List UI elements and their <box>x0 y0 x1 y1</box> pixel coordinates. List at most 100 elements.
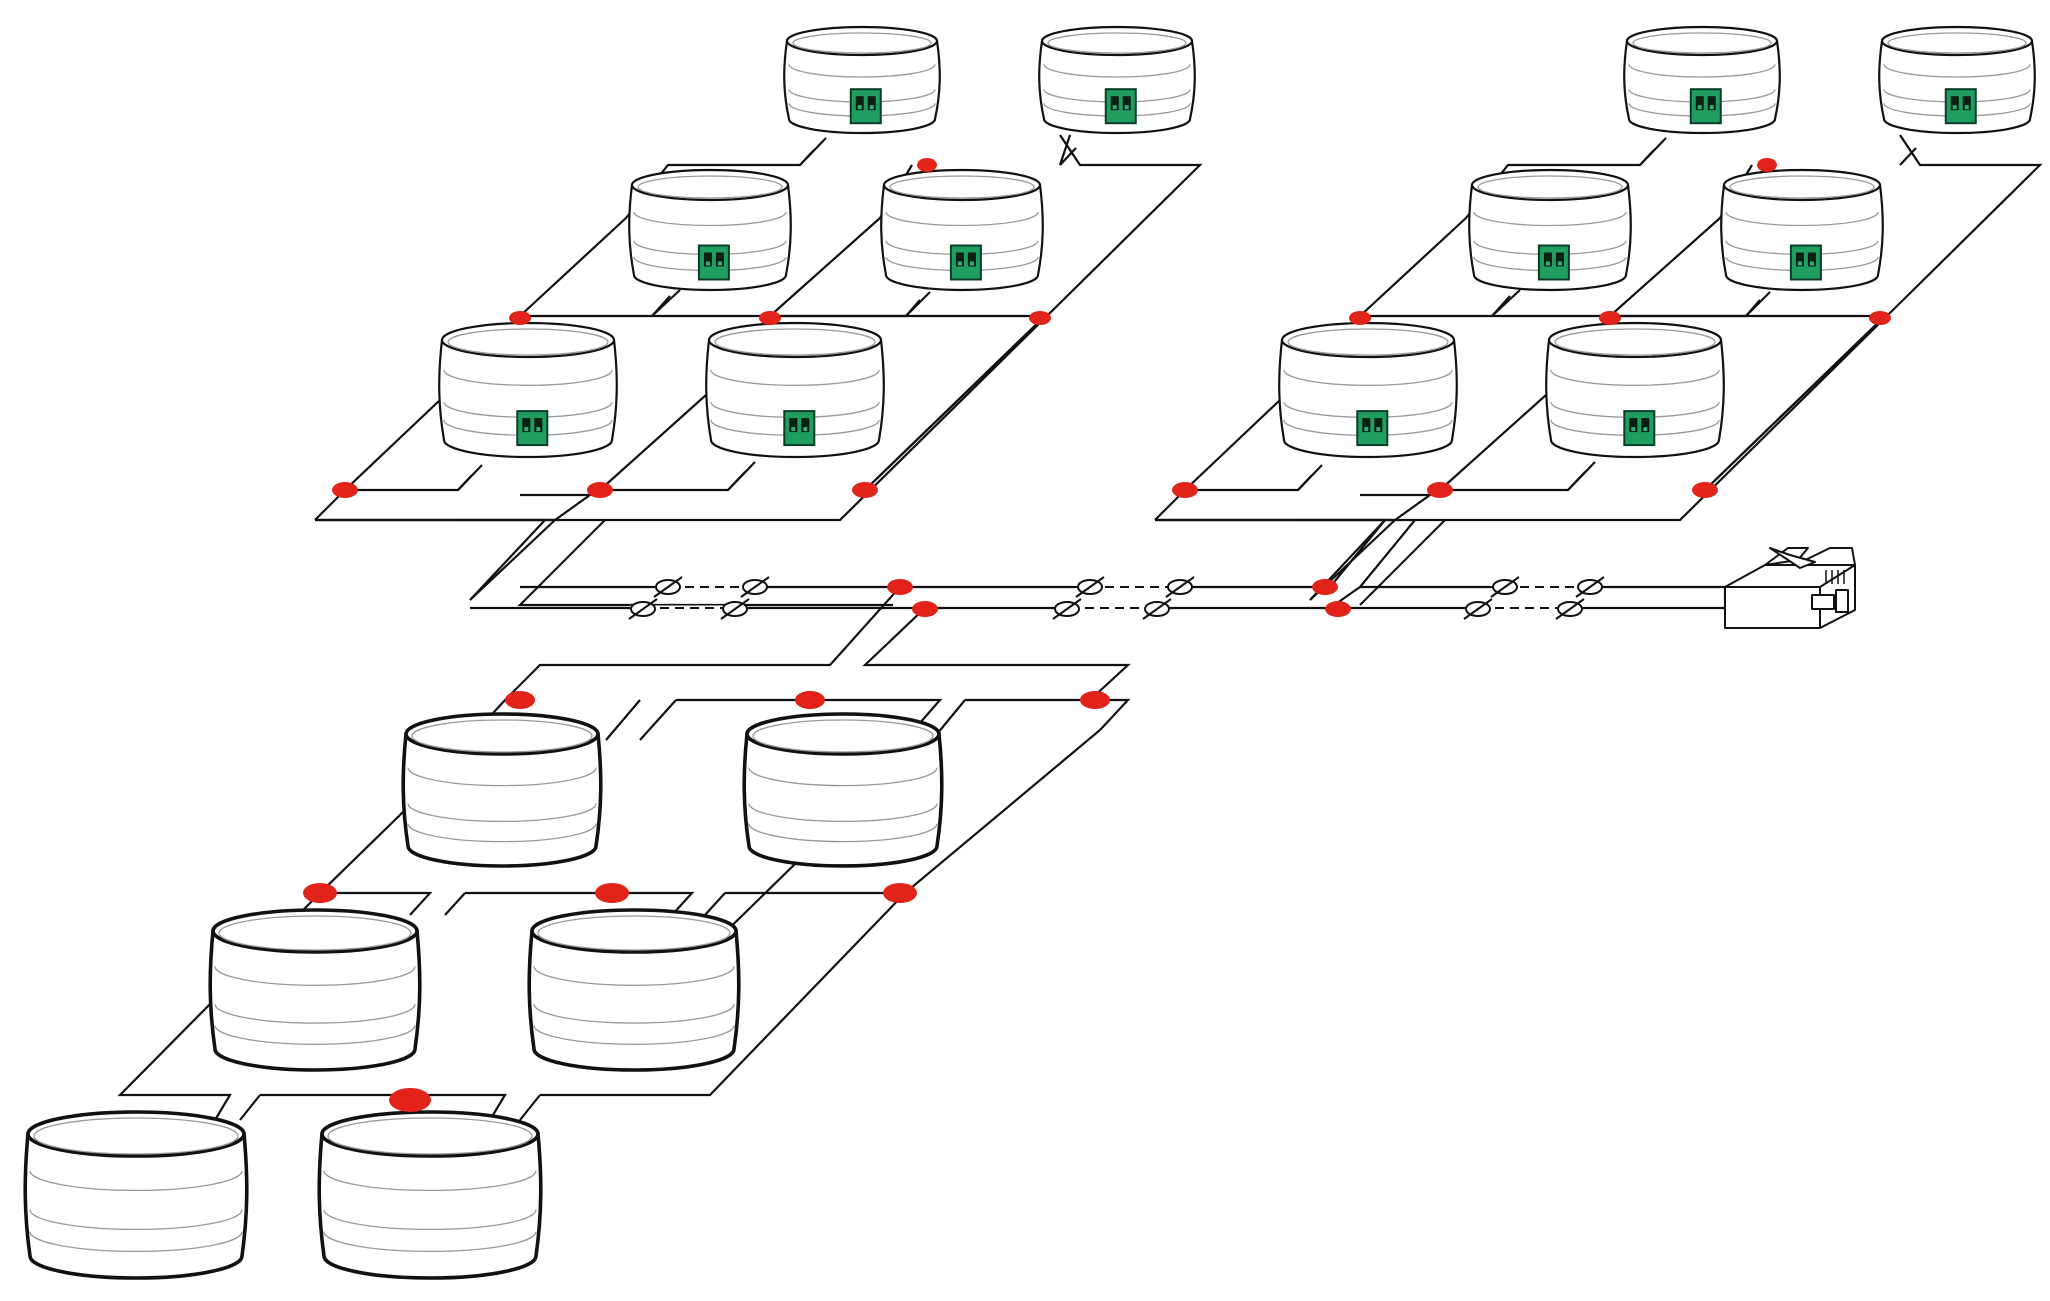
wire-segment <box>905 291 931 317</box>
wire-segment <box>315 493 594 522</box>
wire-segment <box>605 699 641 741</box>
red-junction-dot <box>595 883 629 903</box>
unit-body <box>1623 39 1781 135</box>
wire-segment <box>1329 519 1386 588</box>
wire-segment <box>1184 399 1281 491</box>
wire-segment <box>1899 147 1917 166</box>
wire-segment <box>600 471 746 492</box>
red-junction-dot <box>759 311 781 325</box>
wire-segment <box>727 461 756 491</box>
wire-segment <box>1704 315 1886 491</box>
wire-segment <box>1491 289 1521 317</box>
red-junction-dot <box>509 311 531 325</box>
wire-segment <box>770 299 921 318</box>
wire-segment <box>1297 464 1323 491</box>
wire-segment <box>599 394 707 491</box>
unit-device <box>1720 168 1884 292</box>
connector-layer <box>1724 547 1856 629</box>
wire-segment <box>517 519 893 607</box>
terminal-block-icon <box>783 410 816 447</box>
wire-segment <box>1058 134 1072 166</box>
unit-top <box>1880 25 2034 57</box>
wire-segment <box>444 892 466 916</box>
wire-segment <box>639 699 677 741</box>
unit-body <box>23 1132 249 1280</box>
wire-segment <box>469 519 546 601</box>
terminal-block-icon <box>849 88 882 125</box>
wire-segment <box>965 698 1131 731</box>
wire-segment <box>260 1093 507 1121</box>
red-junction-dot <box>303 883 337 903</box>
unit-body <box>317 1132 543 1280</box>
wire-segment <box>862 607 1131 701</box>
terminal-block-icon <box>1537 244 1570 281</box>
cable-break-icon <box>1075 576 1105 598</box>
unit-body <box>628 183 792 292</box>
red-junction-dot <box>795 691 825 709</box>
red-junction-dot <box>1757 158 1777 172</box>
red-junction-dot <box>332 482 358 498</box>
unit-device <box>1623 25 1781 135</box>
unit-body <box>208 929 422 1072</box>
red-junction-dot <box>587 482 613 498</box>
wire-segment <box>904 729 1101 894</box>
wire-segment <box>1439 394 1547 491</box>
red-junction-dot <box>852 482 878 498</box>
red-junction-dot <box>389 1088 431 1112</box>
unit-top <box>1547 321 1723 359</box>
unit-device <box>783 25 941 135</box>
cable-break-icon <box>1165 576 1195 598</box>
unit-body <box>1278 338 1458 459</box>
unit-top <box>882 168 1042 202</box>
red-junction-dot <box>917 158 937 172</box>
unit-device <box>23 1110 249 1280</box>
red-junction-dot <box>1427 482 1453 498</box>
terminal-block-icon <box>697 244 730 281</box>
terminal-block-icon <box>516 410 549 447</box>
cable-break-icon <box>1575 576 1605 598</box>
unit-device <box>1468 168 1632 292</box>
wire-segment <box>1610 299 1761 318</box>
unit-device <box>1878 25 2036 135</box>
red-junction-dot <box>1325 601 1351 617</box>
wire-segment <box>1155 134 2043 522</box>
wire-segment <box>519 1094 541 1121</box>
unit-top <box>1470 168 1630 202</box>
unit-body <box>742 732 944 868</box>
unit-body <box>1878 39 2036 135</box>
unit-top <box>320 1110 540 1158</box>
unit-top <box>404 712 600 756</box>
terminal-block-icon <box>1356 410 1389 447</box>
unit-top <box>211 908 419 954</box>
unit-device <box>208 908 422 1072</box>
unit-device <box>880 168 1044 292</box>
wire-segment <box>239 1094 261 1121</box>
wire-segment <box>769 217 881 317</box>
wire-segment <box>519 217 627 317</box>
terminal-block-icon <box>1689 88 1722 125</box>
wire-segment <box>1059 147 1077 166</box>
cable-break-icon <box>740 576 770 598</box>
units-layer <box>23 25 2036 1280</box>
unit-top <box>630 168 790 202</box>
wire-segment <box>704 892 726 916</box>
red-junction-dot <box>1029 311 1051 325</box>
wire-segment <box>540 892 906 1097</box>
unit-device <box>1545 321 1725 459</box>
wire-segment <box>651 289 681 317</box>
cable-break-icon <box>653 576 683 598</box>
unit-body <box>1720 183 1884 292</box>
unit-top <box>1280 321 1456 359</box>
wire-segment <box>520 295 671 318</box>
wire-segment <box>1609 217 1721 317</box>
wire-segment <box>1359 217 1467 317</box>
terminal-block-icon <box>1623 410 1656 447</box>
wire-segment <box>1440 471 1586 492</box>
wire-segment <box>1567 461 1596 491</box>
rj45-plug-icon <box>1724 547 1856 629</box>
unit-top <box>1040 25 1194 57</box>
wire-segment <box>1745 291 1771 317</box>
wire-segment <box>1359 519 1416 588</box>
terminal-block-icon <box>1104 88 1137 125</box>
